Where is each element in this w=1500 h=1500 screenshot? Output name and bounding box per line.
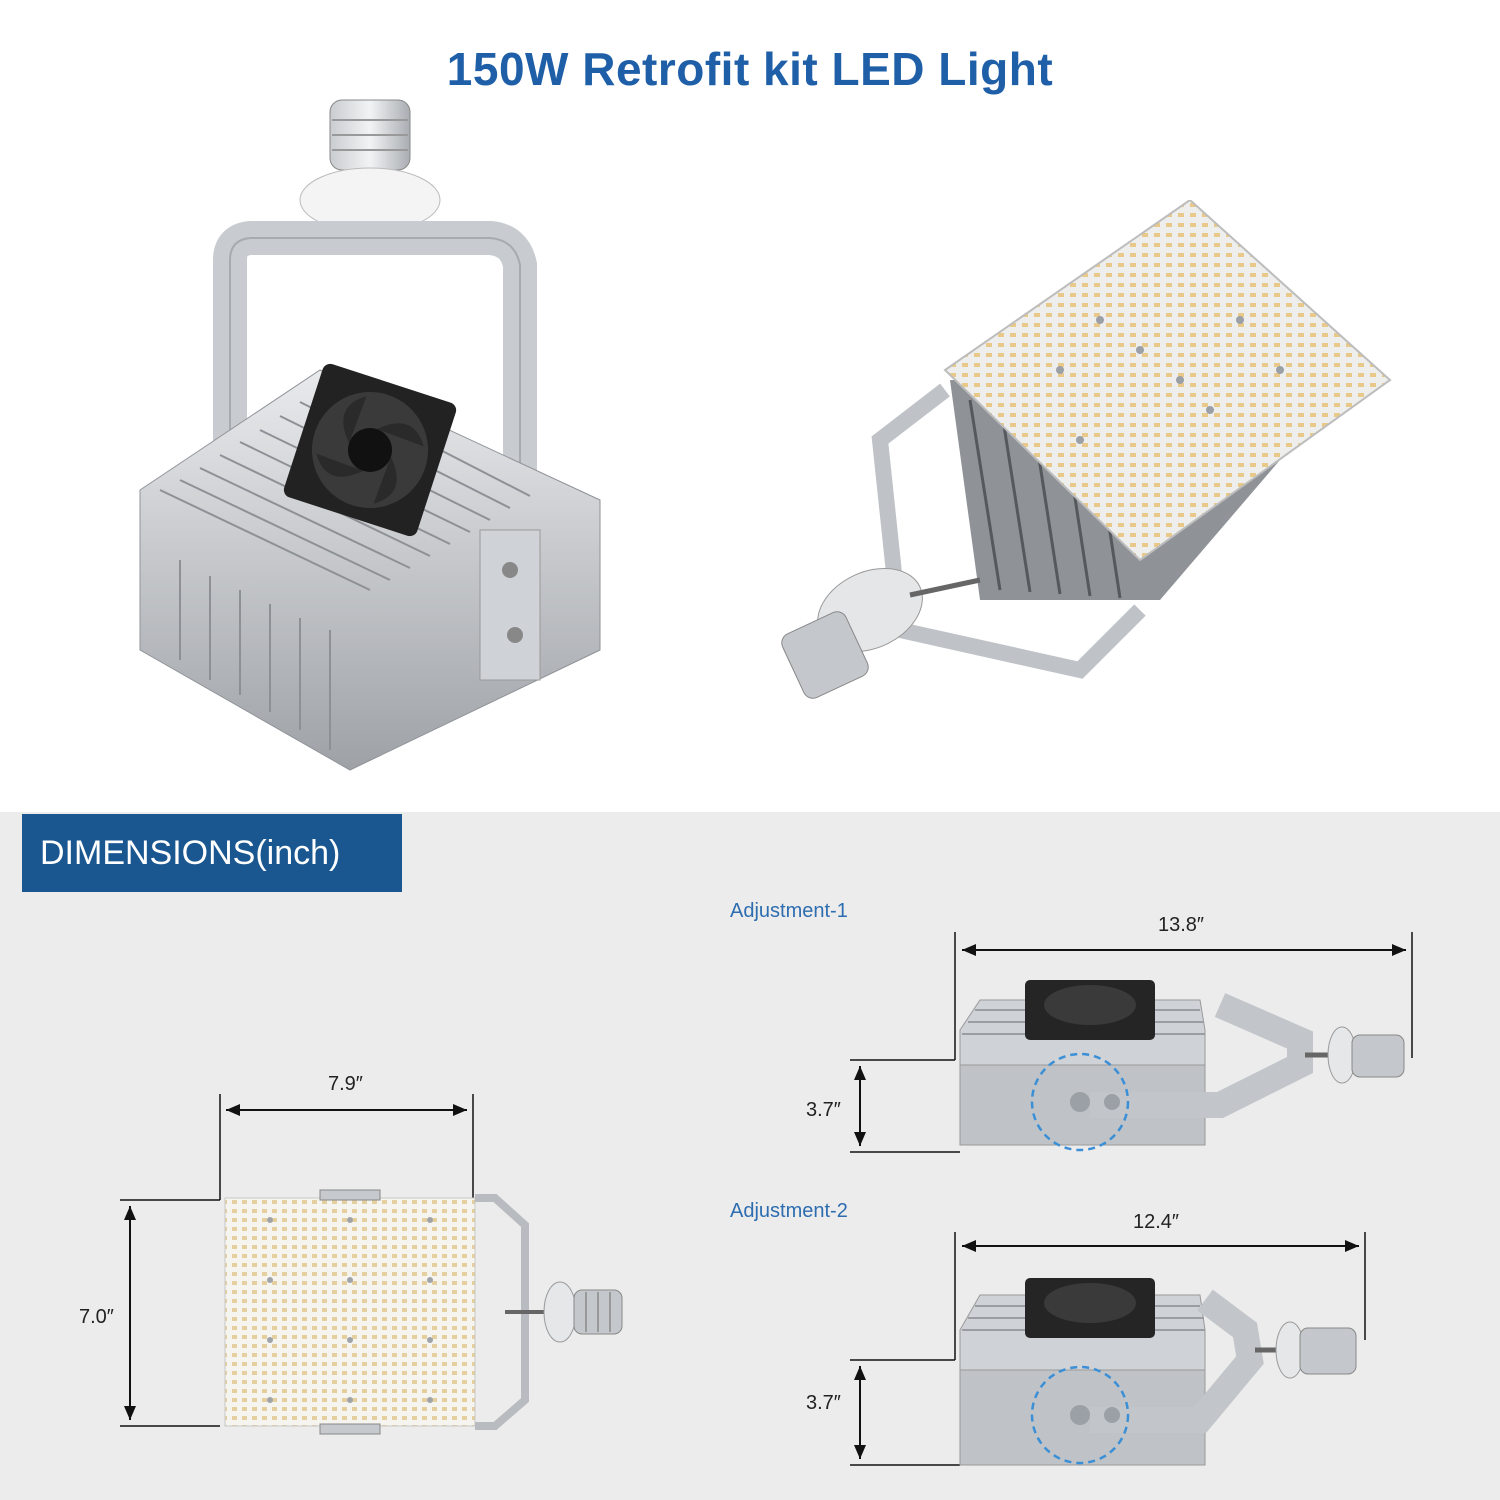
product-photo-top-view xyxy=(139,99,601,771)
adjustment-1-label: Adjustment-1 xyxy=(730,900,848,922)
adjustment-1-length-label: 13.8″ xyxy=(1158,914,1205,936)
adjustment-2-length-label: 12.4″ xyxy=(1133,1211,1180,1233)
front-view-drawing xyxy=(120,1094,623,1435)
adjustment-2-drawing xyxy=(850,1232,1366,1466)
adjustment-2-label: Adjustment-2 xyxy=(730,1200,848,1222)
front-height-label: 7.0″ xyxy=(79,1306,114,1328)
dimensions-banner: DIMENSIONS(inch) xyxy=(22,814,402,892)
adjustment-1-height-label: 3.7″ xyxy=(806,1099,841,1121)
page-title: 150W Retrofit kit LED Light xyxy=(446,43,1054,95)
adjustment-2-height-label: 3.7″ xyxy=(806,1392,841,1414)
product-photo-led-view xyxy=(781,200,1392,699)
front-width-label: 7.9″ xyxy=(328,1073,363,1095)
adjustment-1-drawing xyxy=(850,932,1413,1153)
